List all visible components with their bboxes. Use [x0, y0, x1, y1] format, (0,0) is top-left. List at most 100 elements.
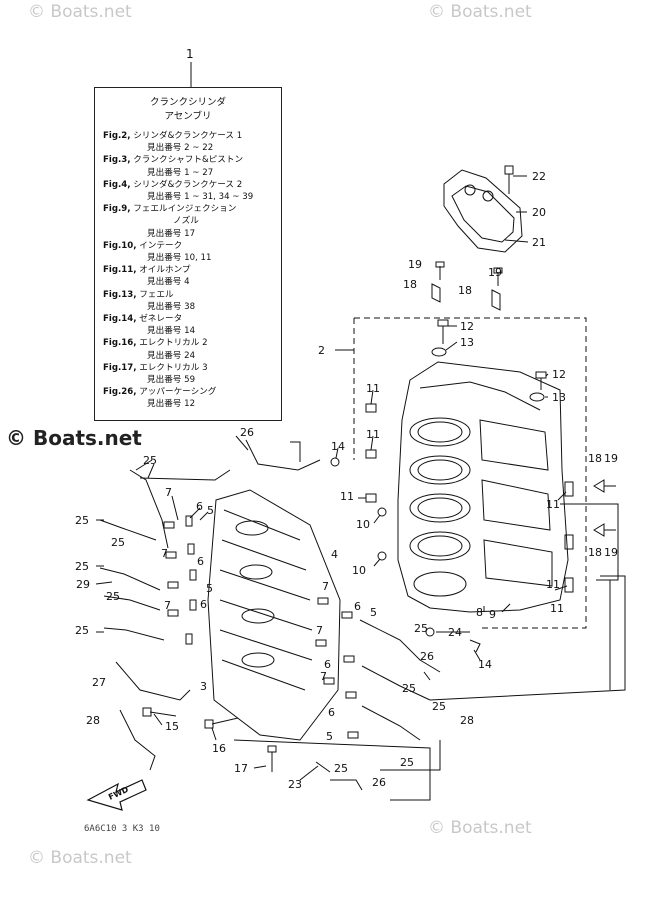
callout-17: 17 [234, 762, 248, 775]
legend-fig-ref: Fig.14, [103, 314, 137, 325]
cylinder-bore-2 [409, 455, 471, 485]
block-top-edge [419, 381, 541, 411]
hose-26-top [245, 439, 321, 471]
callout-25: 25 [334, 762, 348, 775]
legend-fig-ref: Fig.2, [103, 131, 131, 141]
callout-6: 6 [328, 706, 335, 719]
cylinder-block [397, 361, 569, 613]
callout-25: 25 [75, 560, 89, 573]
crank-journal-1 [235, 520, 269, 536]
callout-7: 7 [320, 670, 327, 683]
legend-fig-ref: Fig.3, [103, 155, 131, 166]
bolt-22-head [504, 165, 514, 175]
fwd-arrow-icon: FWD [86, 779, 147, 811]
legend-title-line1: クランクシリンダ [149, 97, 226, 108]
callout-15: 15 [165, 720, 179, 733]
legend-entry-ref: 見出番号 38 [147, 301, 196, 312]
callout-2: 2 [318, 344, 325, 357]
assembly-legend-box: クランクシリンダ アセンブリ Fig.2, シリンダ&クランクケース 1 見出番号… [94, 87, 282, 421]
legend-entry: Fig.14, ゼネレータ [103, 313, 281, 325]
legend-fig-ref: Fig.10, [103, 240, 137, 251]
callout-25: 25 [106, 590, 120, 603]
callout-11: 11 [546, 498, 560, 511]
watermark-bottom-left: © Boats.net [28, 848, 132, 868]
legend-entry-text: ゼネレータ [136, 314, 183, 325]
block-dashed-outline [354, 317, 587, 629]
cover-plate [443, 169, 523, 253]
legend-entry-ref: 見出番号 24 [147, 350, 196, 361]
cylinder-bore-5 [413, 571, 467, 597]
callout-18: 18 [403, 278, 417, 291]
callout-27: 27 [92, 676, 106, 689]
callout-19: 19 [488, 266, 502, 279]
hose-left-5 [103, 627, 165, 641]
callout-6: 6 [324, 658, 331, 671]
legend-fig-ref: Fig.11, [103, 265, 137, 276]
legend-entry-text: クランクシャフト&ピストン [130, 155, 244, 166]
callout-13: 13 [460, 336, 474, 349]
crank-journal-4 [241, 652, 275, 668]
callout-11: 11 [340, 490, 354, 503]
callout-10: 10 [356, 518, 370, 531]
legend-entry-text: シリンダ&クランクケース 1 [130, 131, 243, 141]
callout-6: 6 [200, 598, 207, 611]
callout-25: 25 [75, 514, 89, 527]
callout-11: 11 [366, 382, 380, 395]
hose-left-4 [103, 595, 161, 611]
callout-7: 7 [161, 547, 168, 560]
legend-entry-ref: 見出番号 1 ~ 31, 34 ~ 39 [147, 192, 254, 203]
cylinder-bore-4 [409, 531, 471, 561]
callout-16: 16 [212, 742, 226, 755]
callout-14: 14 [478, 658, 492, 671]
legend-entry: Fig.13, フェエル [103, 289, 281, 301]
bracket-18b [491, 289, 501, 311]
cover-gasket [451, 185, 515, 243]
bracket-18a [431, 283, 441, 303]
legend-entry-ref: 見出番号 1 ~ 27 [147, 167, 214, 178]
callout-25: 25 [400, 756, 414, 769]
legend-title-line2: アセンブリ [164, 111, 212, 122]
hose-left-2 [99, 519, 157, 541]
callout-23: 23 [288, 778, 302, 791]
legend-entry-text: アッパーケーシング [136, 387, 217, 398]
legend-fig-ref: Fig.16, [103, 338, 137, 349]
callout-11: 11 [550, 602, 564, 615]
legend-entry: Fig.11, オイルホンプ [103, 264, 281, 276]
legend-title: クランクシリンダ アセンブリ [95, 96, 281, 124]
legend-entry-ref: 見出番号 59 [147, 375, 196, 386]
legend-entry: Fig.17, エレクトリカル 3 [103, 362, 281, 374]
legend-entry-text: エレクトリカル 3 [136, 362, 208, 373]
cylinder-bore-3 [409, 493, 471, 523]
block-side-panel-3 [483, 539, 553, 587]
callout-25: 25 [402, 682, 416, 695]
callout-5: 5 [326, 730, 333, 743]
legend-entry-ref: 見出番号 12 [147, 399, 196, 410]
legend-entry-text: エレクトリカル 2 [136, 338, 208, 349]
callout-10: 10 [352, 564, 366, 577]
callout-6: 6 [197, 555, 204, 568]
callout-4: 4 [331, 548, 338, 561]
callout-24: 24 [448, 626, 462, 639]
callout-18: 18 [588, 452, 602, 465]
legend-callout-number: 1 [186, 47, 194, 61]
watermark-bottom-right: © Boats.net [428, 818, 532, 838]
legend-entry-text: オイルホンプ [136, 265, 191, 276]
legend-entry-ref: 見出番号 10, 11 [147, 253, 212, 264]
callout-8: 8 [476, 606, 483, 619]
hose-right-upper [560, 503, 619, 581]
callout-20: 20 [532, 206, 546, 219]
legend-entry: Fig.9, フェエルインジェクション [103, 203, 281, 215]
hose-right-lower [429, 575, 626, 701]
crank-journal-2 [239, 564, 273, 580]
callout-5: 5 [370, 606, 377, 619]
callout-3: 3 [200, 680, 207, 693]
callout-22: 22 [532, 170, 546, 183]
legend-entry: Fig.26, アッパーケーシング [103, 386, 281, 398]
cover-boss-1 [464, 184, 476, 196]
callout-19: 19 [604, 546, 618, 559]
callout-25: 25 [143, 454, 157, 467]
legend-entry-text: インテーク [136, 240, 183, 251]
callout-7: 7 [322, 580, 329, 593]
